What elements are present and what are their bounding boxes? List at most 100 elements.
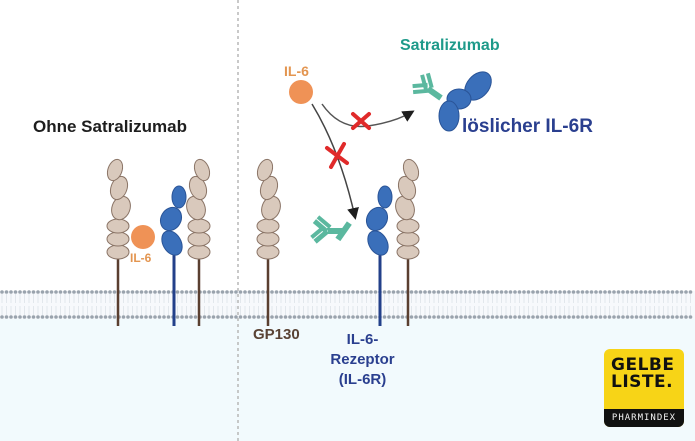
lipid-head — [328, 290, 333, 294]
lipid-head — [225, 315, 229, 319]
lipid-head — [4, 290, 9, 294]
il6-bound-label: IL-6 — [130, 251, 152, 265]
lipid-head — [459, 290, 463, 294]
lipid-head — [423, 315, 427, 319]
lipid-head — [99, 290, 103, 294]
gp130-domain — [396, 218, 420, 234]
lipid-head — [306, 290, 310, 294]
lipid-head — [112, 290, 117, 294]
lipid-head — [274, 290, 279, 294]
cytoplasm-background — [0, 300, 695, 441]
lipid-head — [670, 290, 675, 294]
lipid-head — [639, 290, 643, 294]
lipid-head — [13, 290, 18, 294]
lipid-head — [670, 315, 675, 319]
gp130-domain — [256, 244, 280, 260]
lipid-head — [684, 315, 688, 319]
lipid-head — [567, 315, 571, 319]
gp130-domain — [259, 175, 279, 201]
lipid-head — [468, 290, 472, 294]
lipid-head — [288, 315, 292, 319]
lipid-head — [544, 290, 549, 294]
lipid-head — [243, 290, 247, 294]
lipid-head — [391, 290, 396, 294]
lipid-head — [211, 290, 216, 294]
lipid-head — [292, 290, 297, 294]
lipid-head — [202, 290, 207, 294]
lipid-head — [45, 315, 49, 319]
lipid-head — [148, 315, 153, 319]
lipid-head — [598, 290, 603, 294]
lipid-head — [31, 290, 36, 294]
lipid-head — [522, 290, 526, 294]
lipid-head — [553, 290, 558, 294]
lipid-head — [9, 315, 13, 319]
receptor-domain — [159, 206, 183, 232]
lipid-head — [666, 290, 670, 294]
lipid-head — [481, 290, 486, 294]
receptor-domain — [367, 230, 389, 256]
lipid-head — [441, 290, 445, 294]
lipid-head — [445, 315, 450, 319]
lipid-head — [594, 315, 598, 319]
lipid-head — [319, 315, 324, 319]
lipid-head — [634, 290, 639, 294]
lipid-head — [607, 315, 612, 319]
lipid-head — [639, 315, 643, 319]
lipid-head — [342, 290, 346, 294]
lipid-head — [616, 290, 621, 294]
lipid-head — [247, 290, 252, 294]
lipid-head — [414, 290, 418, 294]
lipid-head — [454, 290, 459, 294]
lipid-head — [684, 290, 688, 294]
lipid-head — [148, 290, 153, 294]
lipid-head — [517, 315, 522, 319]
gp130-domain — [188, 175, 208, 201]
lipid-head — [580, 315, 585, 319]
il6-receptor-left — [159, 185, 187, 326]
lipid-head — [103, 315, 108, 319]
lipid-head — [571, 315, 576, 319]
lipid-head — [621, 290, 625, 294]
lipid-head — [441, 315, 445, 319]
lipid-head — [382, 290, 387, 294]
lipid-head — [594, 290, 598, 294]
lipid-head — [261, 315, 265, 319]
lipid-head — [319, 290, 324, 294]
lipid-head — [355, 290, 360, 294]
lipid-head — [535, 290, 540, 294]
lipid-head — [463, 315, 468, 319]
lipid-head — [85, 315, 90, 319]
lipid-head — [472, 315, 477, 319]
lipid-head — [216, 290, 220, 294]
lipid-head — [9, 290, 13, 294]
lipid-head — [310, 315, 315, 319]
lipid-head — [40, 290, 45, 294]
lipid-head — [27, 290, 31, 294]
lipid-head — [612, 315, 616, 319]
lipid-head — [135, 290, 139, 294]
lipid-head — [418, 315, 423, 319]
lipid-head — [576, 315, 580, 319]
lipid-head — [688, 315, 693, 319]
lipid-head — [153, 315, 157, 319]
lipid-head — [189, 290, 193, 294]
lipid-head — [571, 290, 576, 294]
lipid-head — [337, 290, 342, 294]
gp130-domain — [395, 195, 415, 221]
lipid-head — [558, 290, 562, 294]
lipid-head — [31, 315, 36, 319]
lipid-head — [36, 290, 40, 294]
lipid-head — [45, 290, 49, 294]
lipid-head — [364, 290, 369, 294]
lipid-head — [175, 315, 180, 319]
lipid-head — [679, 290, 684, 294]
lipid-head — [63, 315, 67, 319]
lipid-head — [621, 315, 625, 319]
lipid-head — [598, 315, 603, 319]
lipid-head — [85, 290, 90, 294]
lipid-head — [688, 290, 693, 294]
lipid-head — [486, 290, 490, 294]
lipid-head — [414, 315, 418, 319]
gp130-domain — [106, 158, 124, 182]
